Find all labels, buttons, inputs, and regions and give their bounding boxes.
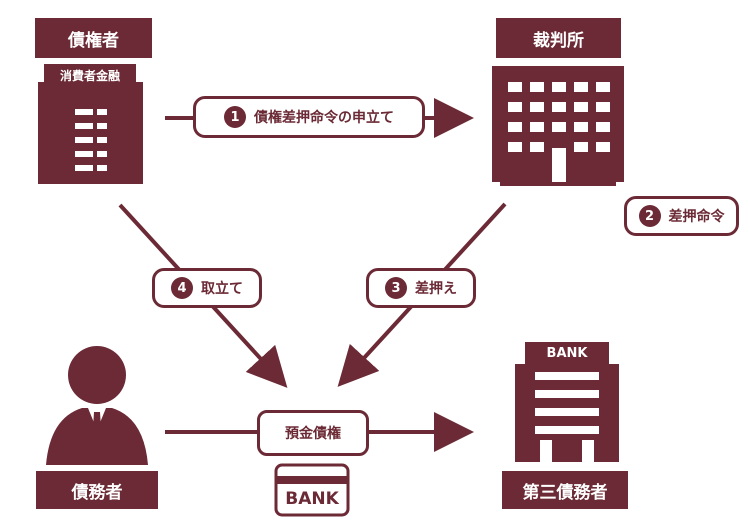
- court-label: 裁判所: [496, 18, 621, 58]
- debtor-person-icon: [46, 346, 148, 465]
- bank-building-icon: [515, 342, 619, 462]
- court-building-icon: [492, 66, 624, 186]
- step2-number: 2: [638, 205, 661, 227]
- step4-number: 4: [171, 277, 193, 299]
- step3-number: 3: [385, 277, 407, 299]
- consumer-finance-label: 消費者金融: [44, 64, 136, 86]
- step1-number: 1: [224, 106, 246, 128]
- bank-card-label: BANK: [285, 489, 339, 509]
- creditor-building-icon: [38, 82, 143, 184]
- bank-card-icon: [274, 463, 350, 517]
- step4-text: 取立て: [201, 281, 243, 297]
- step1-pill: 1 債権差押命令の申立て: [193, 96, 425, 138]
- step3-text: 差押え: [415, 281, 457, 297]
- debtor-label: 債務者: [36, 471, 158, 509]
- creditor-label: 債権者: [35, 18, 152, 58]
- third-party-debtor-label: 第三債務者: [502, 471, 628, 509]
- step2-text: 差押命令: [668, 209, 725, 225]
- bank-building-label: BANK: [546, 345, 588, 361]
- step2-pill: 2 差押命令: [624, 196, 739, 236]
- step3-pill: 3 差押え: [366, 268, 476, 308]
- step1-text: 債権差押命令の申立て: [254, 110, 394, 126]
- deposit-claim-box: 預金債権: [257, 410, 369, 456]
- step4-pill: 4 取立て: [152, 268, 262, 308]
- deposit-claim-text: 預金債権: [285, 426, 341, 442]
